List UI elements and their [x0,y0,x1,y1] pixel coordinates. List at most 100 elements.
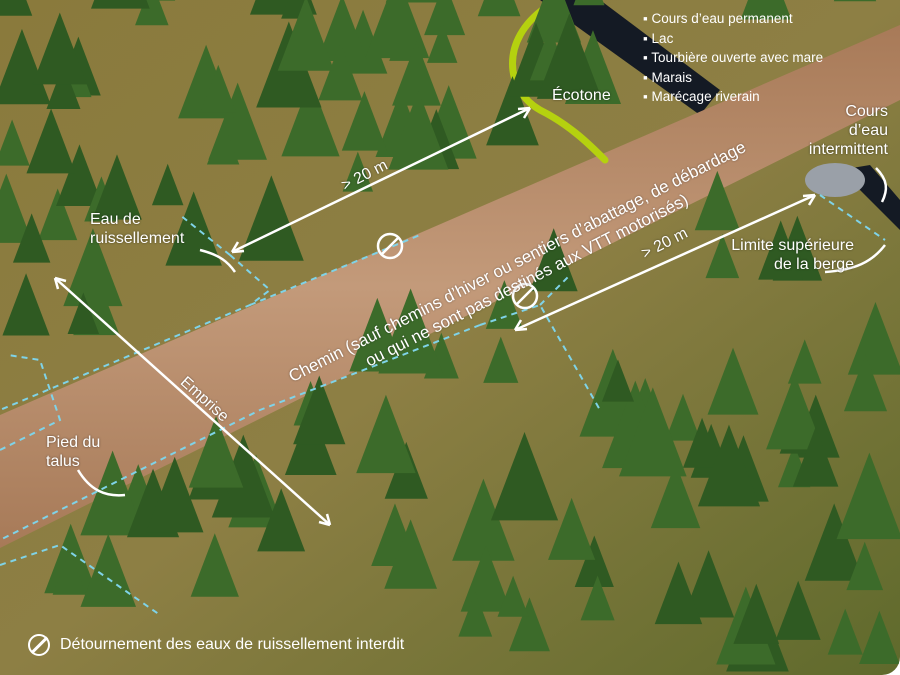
tree [697,424,761,507]
legend-item: Cours d’eau permanent [643,9,823,29]
tree [705,233,740,279]
legend-item: Marais [643,68,823,88]
tree [67,292,100,334]
tree [388,90,449,170]
tree [859,610,900,664]
runoff-label: Eau de ruissellement [90,210,184,248]
tree [758,220,804,280]
no-diversion-icons [376,232,539,310]
label-line: Cours [845,103,888,120]
bank-limit-label: Limite supérieure de la berge [724,236,854,274]
tree [318,42,363,101]
tree [707,347,759,415]
legend-item: Tourbière ouverte avec mare [643,48,823,68]
tree [92,154,142,220]
tree [145,456,204,533]
tree [80,450,145,536]
tree [787,339,822,384]
label-line: talus [46,453,80,470]
tree [804,503,864,581]
legend-item: Marécage riverain [643,87,823,107]
toe-of-slope-label: Pied du talus [46,433,100,471]
tree [90,0,150,9]
tree [483,336,519,383]
tree [342,151,374,192]
tree [574,535,614,587]
label-line: Pied du [46,434,101,451]
label-line: intermittent [808,141,888,158]
tree [654,561,703,625]
tree [0,119,30,166]
tree [0,28,51,105]
tree [0,173,33,243]
tree [827,608,863,655]
tree [200,64,237,113]
tree [846,541,884,591]
tree [165,191,222,266]
tree [650,463,701,529]
tree [392,41,441,106]
tree [365,0,430,59]
tree [277,0,335,71]
tree [188,415,244,488]
tree [12,213,51,263]
ecotone-line [509,4,609,164]
tree [151,163,184,206]
label-line: ruissellement [90,230,185,247]
tree [56,144,103,207]
tree [775,580,821,640]
tree [426,22,458,63]
ecotone-label: Écotone [552,87,611,104]
tree [341,91,388,151]
tree [80,533,137,607]
tree [317,0,368,62]
tree [509,597,550,652]
tree [766,374,824,450]
tree [385,0,440,3]
tree [38,188,78,241]
tree [206,121,240,165]
intermittent-stream-label: Cours d’eau intermittent [806,102,888,159]
tree [0,0,33,16]
no-diversion-icon [28,634,50,656]
legend-item: Lac [643,29,823,49]
tree [529,228,578,292]
tree [238,175,304,261]
tree [619,387,687,477]
tree [694,170,740,231]
label-line: Limite supérieure [731,237,854,254]
tree [424,0,466,36]
tree [32,12,88,85]
tree [601,359,634,402]
tree [536,13,602,99]
tree [683,550,735,618]
tree [356,394,416,474]
tree [548,497,596,560]
tree [847,301,900,375]
tree [490,431,559,521]
tree [63,228,123,307]
tree [452,478,515,561]
tree [485,280,523,329]
label-line: Eau de [90,211,141,228]
tree [843,354,888,412]
tree [573,0,605,6]
tree [384,519,437,589]
tree [26,108,76,174]
tree [733,583,780,644]
culvert [805,163,865,197]
tree [580,575,615,621]
tree [52,550,87,595]
road [0,25,900,548]
tree [458,592,493,637]
tree [257,488,306,552]
footer-legend: Détournement des eaux de ruissellement i… [28,634,404,656]
label-line: de la berge [773,256,854,273]
tree [46,64,81,109]
tree [792,426,839,487]
tree [683,417,722,468]
tree [665,393,701,441]
tree [486,76,539,146]
